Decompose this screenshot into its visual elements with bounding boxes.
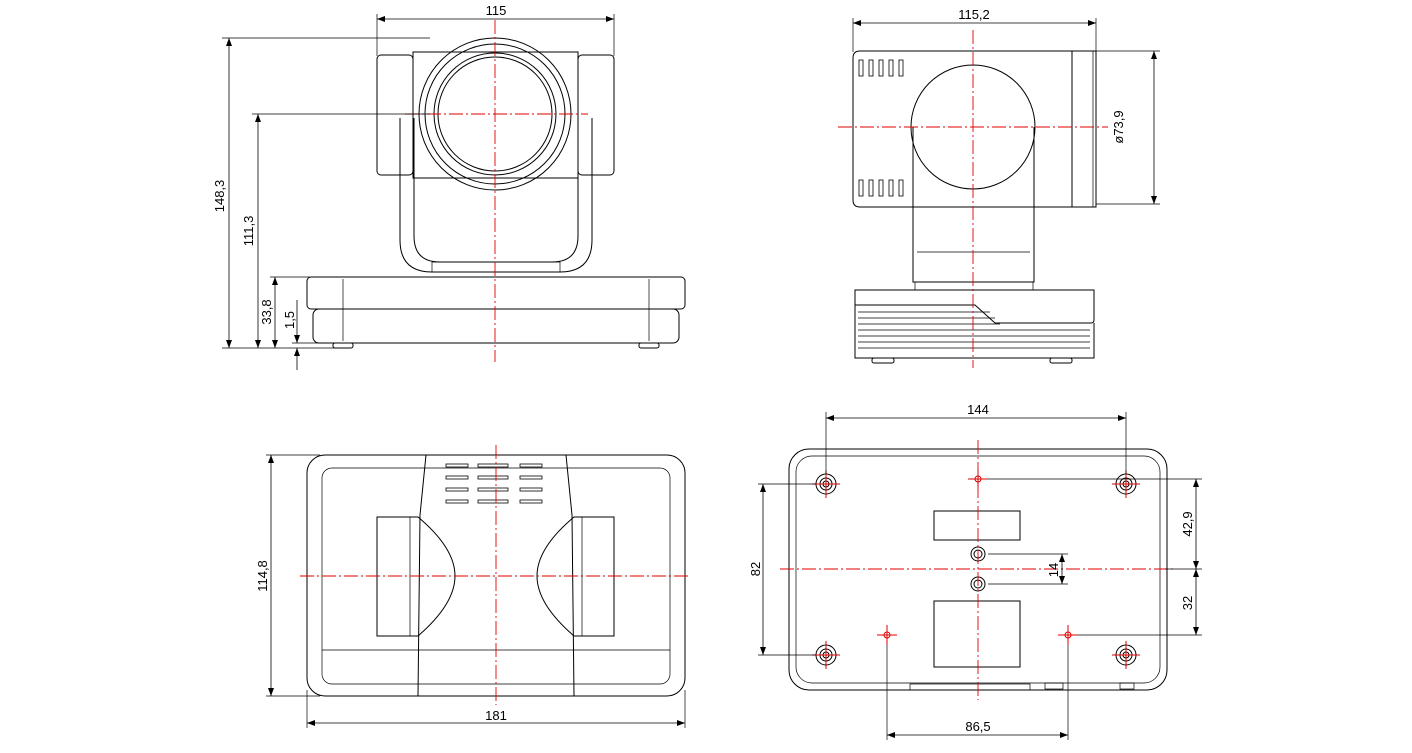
- side-view: 115,2 ø73,9: [838, 7, 1160, 368]
- side-base-grille: [858, 311, 1090, 349]
- front-width-label: 115: [486, 3, 507, 18]
- side-vents-upper: [858, 59, 904, 77]
- bottom-upper-offset-label: 42,9: [1180, 511, 1195, 536]
- side-vents-lower: [858, 179, 904, 197]
- mount-hole-right: [1058, 625, 1078, 645]
- top-depth-label: 114,8: [255, 560, 270, 592]
- front-foot-height-label: 1,5: [282, 311, 297, 329]
- bottom-view: 144 82 42,9 32 14 86,5: [748, 402, 1202, 740]
- side-diameter-label: ø73,9: [1111, 110, 1126, 143]
- bottom-center-holes-label: 14: [1046, 563, 1061, 577]
- bottom-lower-offset-label: 32: [1180, 596, 1195, 610]
- bottom-hole-spacing-x-label: 144: [967, 402, 989, 417]
- front-view: 115 148,3 111,3 33,8 1,5: [212, 3, 686, 370]
- front-base-height-label: 33,8: [259, 299, 274, 324]
- top-view: 114,8 181: [255, 445, 690, 728]
- bottom-hole-spacing-y-label: 82: [748, 562, 763, 576]
- top-vents: [445, 463, 543, 504]
- front-total-height-label: 148,3: [212, 180, 227, 213]
- side-width-label: 115,2: [958, 7, 990, 22]
- front-axis-height-label: 111,3: [241, 216, 256, 247]
- bottom-inner-holes-label: 86,5: [965, 719, 990, 734]
- top-length-label: 181: [485, 708, 507, 723]
- mount-hole-left: [877, 625, 897, 645]
